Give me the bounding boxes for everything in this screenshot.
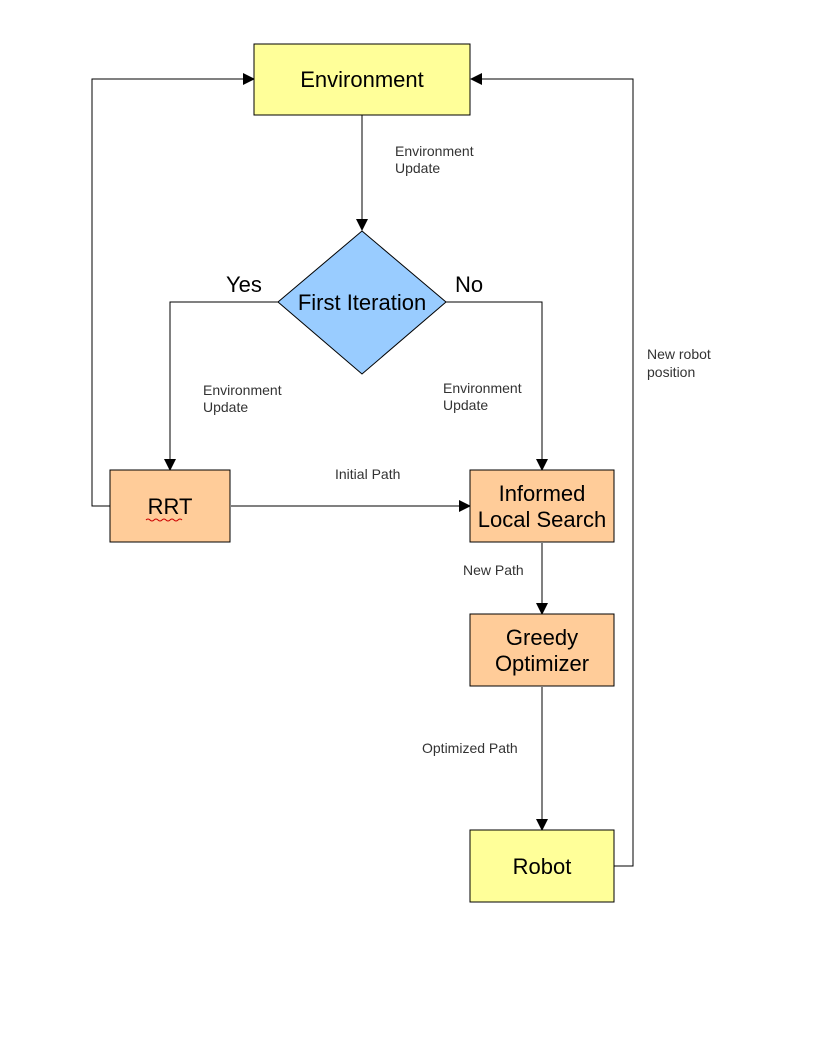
edge-label-env-update-left-1: Environment: [203, 382, 282, 398]
edge-label-new-path: New Path: [463, 562, 524, 578]
node-robot: Robot: [469, 829, 615, 903]
edge-label-env-update-right-2: Update: [443, 397, 488, 413]
robot-box: [469, 829, 615, 903]
decision-diamond: [277, 230, 447, 375]
node-decision: First Iteration: [277, 230, 447, 375]
robot-label: Robot: [513, 854, 572, 879]
edge-rrt-to-environment: [91, 73, 255, 507]
edge-label-env-update-left-2: Update: [203, 399, 248, 415]
local-search-label-line2: Local Search: [478, 507, 606, 532]
edge-label-env-update-right-1: Environment: [443, 380, 522, 396]
rrt-label: RRT: [148, 494, 193, 519]
decision-label: First Iteration: [298, 290, 426, 315]
environment-label: Environment: [300, 67, 424, 92]
edge-label-env-update-top-1: Environment: [395, 143, 474, 159]
branch-yes-label: Yes: [226, 272, 262, 297]
edge-label-env-update-top-2: Update: [395, 160, 440, 176]
optimizer-label-line2: Optimizer: [495, 651, 589, 676]
optimizer-label-line1: Greedy: [506, 625, 578, 650]
local-search-label-line1: Informed: [499, 481, 586, 506]
rrt-box: [109, 469, 231, 543]
edge-label-initial-path: Initial Path: [335, 466, 400, 482]
edge-label-optimized-path: Optimized Path: [422, 740, 518, 756]
edge-label-new-robot-position-2: position: [647, 364, 695, 380]
branch-no-label: No: [455, 272, 483, 297]
edge-robot-to-environment: [470, 73, 634, 867]
node-local-search: Informed Local Search: [469, 469, 615, 543]
edge-label-new-robot-position-1: New robot: [647, 346, 711, 362]
environment-box: [253, 43, 471, 116]
local-search-box: [469, 469, 615, 543]
node-optimizer: Greedy Optimizer: [469, 613, 615, 687]
edge-decision-no-to-local-search: [446, 301, 548, 471]
edge-decision-yes-to-rrt: [164, 301, 278, 471]
node-environment: Environment: [253, 43, 471, 116]
optimizer-box: [469, 613, 615, 687]
node-rrt: RRT: [109, 469, 231, 543]
spellcheck-squiggle: [145, 518, 183, 522]
